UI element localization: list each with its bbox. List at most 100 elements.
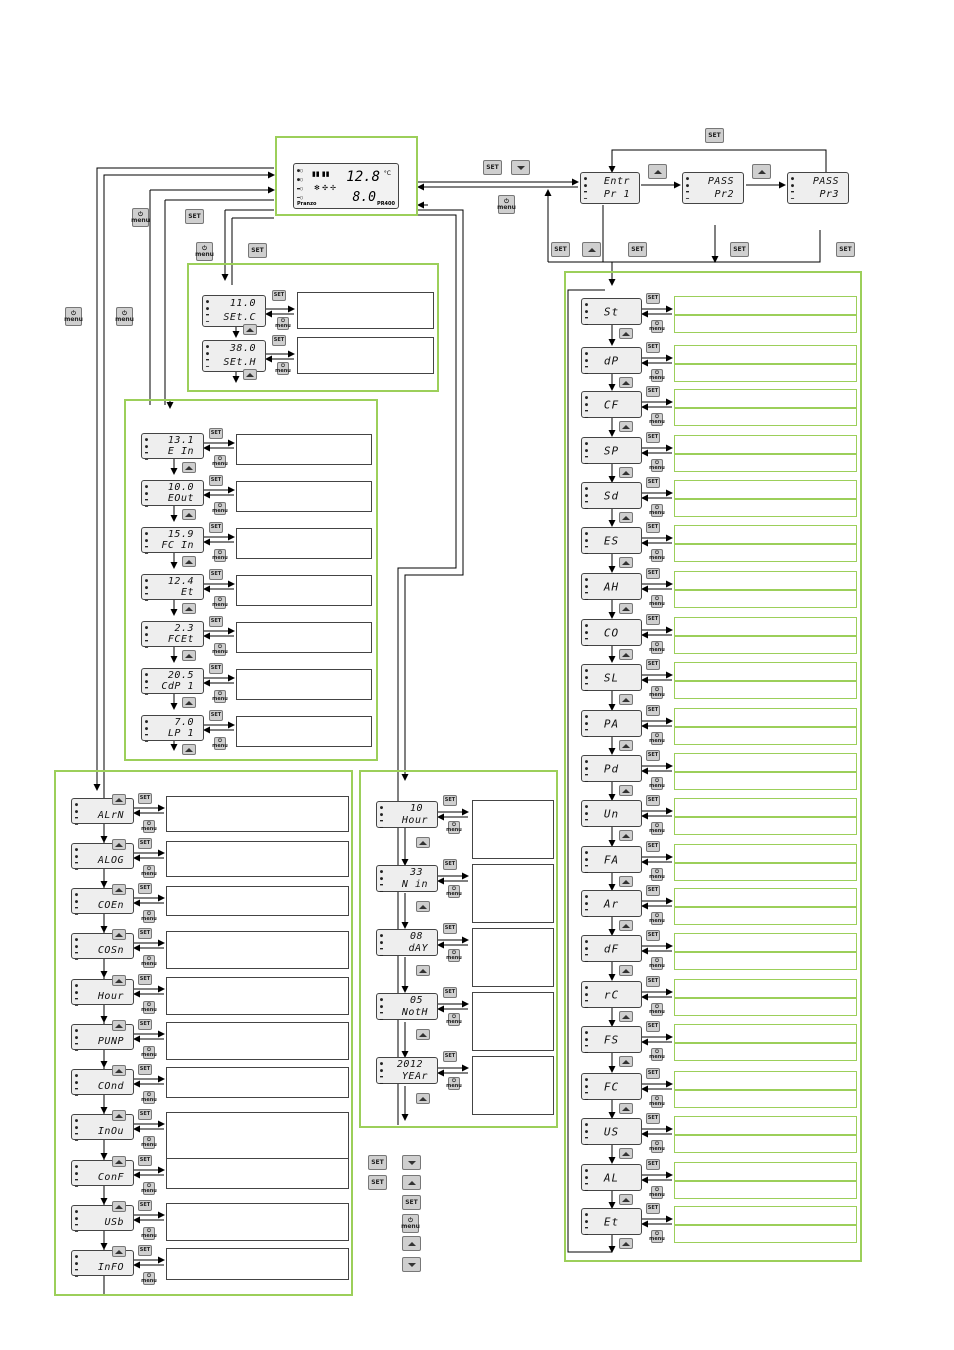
up-button[interactable] xyxy=(416,1029,430,1040)
set-button[interactable]: SET xyxy=(443,987,457,998)
set-button[interactable]: SET xyxy=(646,705,660,716)
menu-button[interactable]: ⏻menu xyxy=(649,504,665,517)
set-button[interactable]: SET xyxy=(138,793,152,804)
set-button[interactable]: SET xyxy=(646,1021,660,1032)
menu-button[interactable]: ⏻menu xyxy=(446,949,462,962)
up-button[interactable] xyxy=(112,1020,126,1031)
up-button[interactable] xyxy=(112,975,126,986)
up-button[interactable] xyxy=(619,603,633,614)
up-button[interactable] xyxy=(112,1201,126,1212)
menu-button[interactable]: ⏻menu xyxy=(649,686,665,699)
up-button[interactable] xyxy=(619,1238,633,1249)
menu-button[interactable]: ⏻menu xyxy=(649,459,665,472)
menu-button[interactable]: ⏻menu xyxy=(649,732,665,745)
menu-button[interactable]: ⏻menu xyxy=(115,307,134,326)
up-button[interactable] xyxy=(112,794,126,805)
menu-button[interactable]: ⏻menu xyxy=(649,1230,665,1243)
menu-button[interactable]: ⏻menu xyxy=(212,737,228,750)
up-button[interactable] xyxy=(619,694,633,705)
up-button[interactable] xyxy=(416,901,430,912)
set-button[interactable]: SET xyxy=(209,710,223,721)
set-button[interactable]: SET xyxy=(730,242,749,257)
set-button[interactable]: SET xyxy=(646,1159,660,1170)
up-button[interactable] xyxy=(619,1103,633,1114)
up-button[interactable] xyxy=(619,965,633,976)
menu-button[interactable]: ⏻menu xyxy=(446,1013,462,1026)
up-button[interactable] xyxy=(243,369,257,380)
up-button[interactable] xyxy=(112,929,126,940)
set-button[interactable]: SET xyxy=(551,242,570,257)
up-button[interactable] xyxy=(182,556,196,567)
set-button[interactable]: SET xyxy=(272,290,286,301)
menu-button[interactable]: ⏻menu xyxy=(649,641,665,654)
up-button[interactable] xyxy=(619,328,633,339)
set-button[interactable]: SET xyxy=(646,795,660,806)
up-button[interactable] xyxy=(182,462,196,473)
set-button[interactable]: SET xyxy=(646,432,660,443)
menu-button[interactable]: ⏻menu xyxy=(649,868,665,881)
menu-button[interactable]: ⏻menu xyxy=(141,865,157,878)
set-button[interactable]: SET xyxy=(646,477,660,488)
set-button[interactable]: SET xyxy=(646,568,660,579)
set-button[interactable]: SET xyxy=(443,1051,457,1062)
up-button[interactable] xyxy=(112,1065,126,1076)
set-button[interactable]: SET xyxy=(646,885,660,896)
up-button[interactable] xyxy=(619,1056,633,1067)
set-button[interactable]: SET xyxy=(138,1200,152,1211)
up-button[interactable] xyxy=(619,876,633,887)
menu-button[interactable]: ⏻menu xyxy=(141,1046,157,1059)
menu-button[interactable]: ⏻menu xyxy=(212,502,228,515)
menu-button[interactable]: ⏻menu xyxy=(649,320,665,333)
legend-set-button[interactable]: SET xyxy=(402,1195,421,1210)
legend-up-button[interactable] xyxy=(402,1236,421,1251)
menu-button[interactable]: ⏻menu xyxy=(649,912,665,925)
set-button[interactable]: SET xyxy=(138,838,152,849)
up-button[interactable] xyxy=(416,1093,430,1104)
set-button[interactable]: SET xyxy=(646,522,660,533)
menu-button[interactable]: ⏻menu xyxy=(141,1136,157,1149)
menu-button[interactable]: ⏻menu xyxy=(141,1227,157,1240)
up-button[interactable] xyxy=(243,324,257,335)
menu-button[interactable]: ⏻menu xyxy=(446,885,462,898)
up-button[interactable] xyxy=(112,1156,126,1167)
set-button[interactable]: SET xyxy=(646,976,660,987)
up-button[interactable] xyxy=(182,603,196,614)
up-button[interactable] xyxy=(112,884,126,895)
up-button[interactable] xyxy=(582,242,601,257)
up-button[interactable] xyxy=(182,650,196,661)
menu-button[interactable]: ⏻menu xyxy=(446,821,462,834)
set-button[interactable]: SET xyxy=(138,1155,152,1166)
menu-button[interactable]: ⏻menu xyxy=(649,1186,665,1199)
legend-down-button[interactable] xyxy=(402,1257,421,1272)
set-button[interactable]: SET xyxy=(248,243,267,258)
set-button[interactable]: SET xyxy=(646,1203,660,1214)
up-button[interactable] xyxy=(619,512,633,523)
up-button[interactable] xyxy=(112,839,126,850)
set-button[interactable]: SET xyxy=(138,928,152,939)
menu-button[interactable]: ⏻menu xyxy=(195,242,214,261)
up-button[interactable] xyxy=(182,697,196,708)
legend-set-button[interactable]: SET xyxy=(368,1175,387,1190)
set-button[interactable]: SET xyxy=(443,795,457,806)
up-button[interactable] xyxy=(619,830,633,841)
menu-button[interactable]: ⏻menu xyxy=(649,595,665,608)
set-button[interactable]: SET xyxy=(646,342,660,353)
set-button[interactable]: SET xyxy=(646,659,660,670)
up-button[interactable] xyxy=(416,837,430,848)
set-button[interactable]: SET xyxy=(483,160,502,175)
set-button[interactable]: SET xyxy=(646,841,660,852)
up-button[interactable] xyxy=(182,744,196,755)
set-button[interactable]: SET xyxy=(209,428,223,439)
menu-button[interactable]: ⏻menu xyxy=(649,413,665,426)
up-button[interactable] xyxy=(112,1246,126,1257)
set-button[interactable]: SET xyxy=(443,923,457,934)
up-button[interactable] xyxy=(619,920,633,931)
menu-button[interactable]: ⏻menu xyxy=(131,208,150,227)
up-button[interactable] xyxy=(619,377,633,388)
menu-button[interactable]: ⏻menu xyxy=(649,549,665,562)
set-button[interactable]: SET xyxy=(705,128,724,143)
set-button[interactable]: SET xyxy=(272,335,286,346)
set-button[interactable]: SET xyxy=(646,386,660,397)
set-button[interactable]: SET xyxy=(209,475,223,486)
set-button[interactable]: SET xyxy=(646,1068,660,1079)
